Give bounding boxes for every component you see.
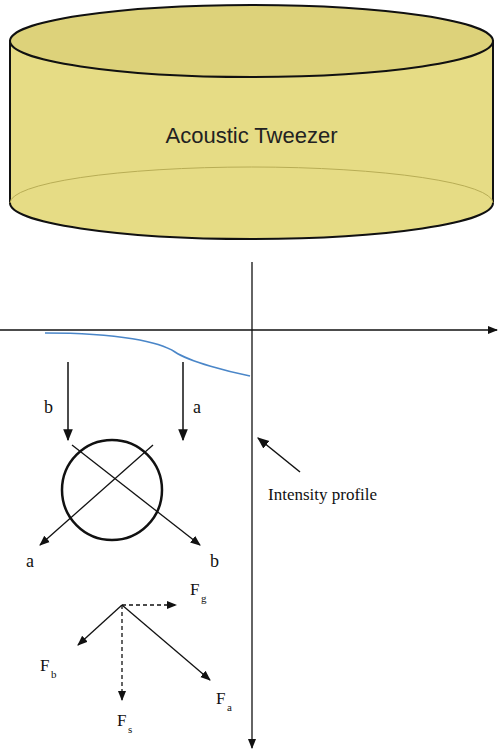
force-vector	[122, 604, 176, 605]
incident-ray	[67, 362, 69, 440]
ray-label: b	[210, 552, 219, 570]
force-vector	[78, 605, 122, 645]
particle	[62, 440, 162, 540]
tweezer-cylinder: Acoustic Tweezer	[8, 3, 495, 241]
force-subscript: a	[227, 702, 232, 713]
y-axis	[251, 262, 252, 748]
cylinder-rim	[10, 167, 493, 203]
cylinder-top	[10, 5, 493, 77]
incident-ray	[182, 362, 184, 440]
force-symbol: F	[216, 690, 225, 707]
cylinder-outline	[8, 3, 495, 241]
leader-arrow	[258, 438, 300, 472]
ray-label: a	[26, 552, 34, 570]
callout-text: Intensity profile	[268, 486, 377, 503]
ray-label: a	[193, 398, 201, 416]
refracted-ray	[40, 445, 153, 545]
force-vector	[121, 605, 122, 700]
force-symbol: F	[190, 581, 199, 598]
force-subscript: b	[51, 669, 57, 680]
force-vector	[122, 605, 210, 680]
ray-label: b	[44, 398, 53, 416]
device-label: Acoustic Tweezer	[8, 123, 495, 149]
x-axis	[0, 329, 497, 330]
force-subscript: g	[201, 593, 207, 604]
force-subscript: s	[128, 724, 132, 735]
intensity-curve	[45, 333, 250, 376]
force-symbol: F	[117, 712, 126, 729]
force-symbol: F	[40, 657, 49, 674]
